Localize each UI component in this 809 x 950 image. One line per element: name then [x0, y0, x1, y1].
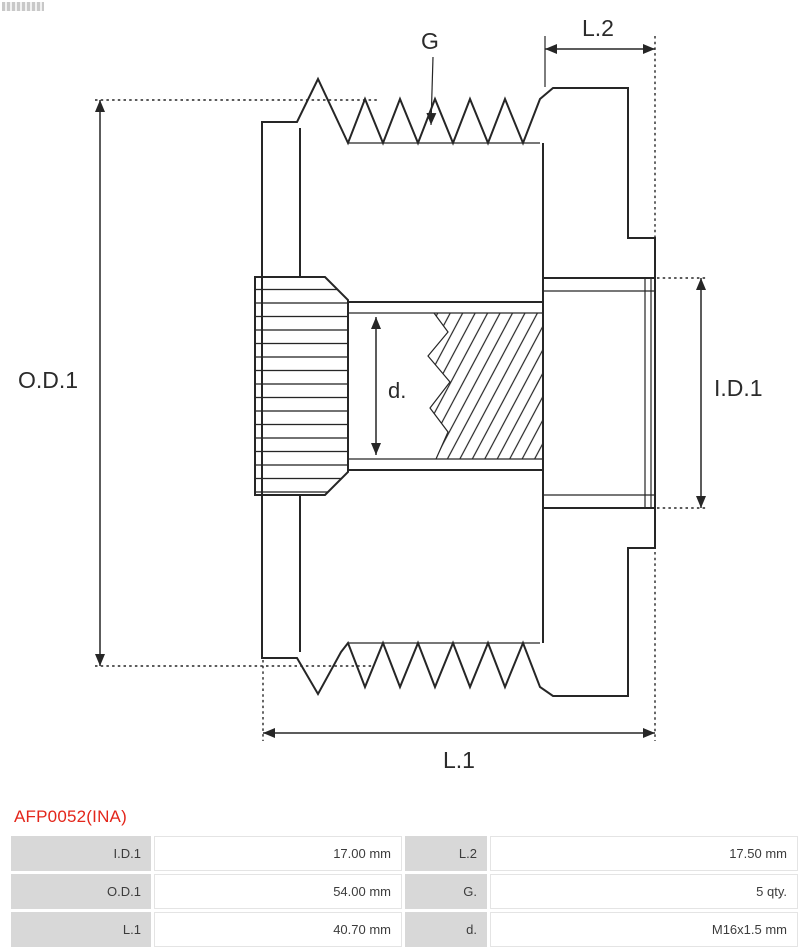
watermark [2, 2, 44, 11]
od1-label: O.D.1 [18, 367, 78, 393]
g-label: G [421, 28, 439, 54]
l2-label: L.2 [582, 15, 614, 41]
spec-value-cell: 40.70 mm [154, 912, 402, 947]
pulley-outline [261, 76, 656, 697]
spec-label-cell: L.2 [405, 836, 487, 871]
threaded-bore [348, 301, 543, 471]
bearing-block [542, 277, 656, 509]
d-dimension: d. [371, 317, 406, 455]
spec-value-cell: 17.50 mm [490, 836, 798, 871]
spec-table: I.D.1 17.00 mm L.2 17.50 mm O.D.1 54.00 … [8, 833, 801, 950]
g-leader: G [421, 28, 439, 126]
spec-label-cell: G. [405, 874, 487, 909]
spec-label-cell: d. [405, 912, 487, 947]
thread-hatch [428, 313, 543, 459]
spec-value-cell: M16x1.5 mm [490, 912, 798, 947]
knurled-hub [254, 276, 349, 496]
spec-label-cell: O.D.1 [11, 874, 151, 909]
spec-value-cell: 54.00 mm [154, 874, 402, 909]
spec-label-cell: I.D.1 [11, 836, 151, 871]
thread-runout-zigzag [427, 312, 451, 460]
spec-value-cell: 5 qty. [490, 874, 798, 909]
od1-dimension: O.D.1 [18, 99, 380, 667]
l1-label: L.1 [443, 747, 475, 773]
spec-row: L.1 40.70 mm d. M16x1.5 mm [11, 912, 798, 947]
id1-label: I.D.1 [714, 375, 763, 401]
spec-label-cell: L.1 [11, 912, 151, 947]
id1-dimension: I.D.1 [657, 277, 763, 509]
l2-dimension: L.2 [544, 15, 656, 238]
spec-row: I.D.1 17.00 mm L.2 17.50 mm [11, 836, 798, 871]
d-label: d. [388, 378, 406, 403]
part-number: AFP0052(INA) [14, 807, 127, 826]
spec-value-cell: 17.00 mm [154, 836, 402, 871]
technical-drawing: O.D.1 I.D.1 L.2 L.1 G [18, 15, 763, 773]
l1-dimension: L.1 [262, 552, 656, 773]
spec-row: O.D.1 54.00 mm G. 5 qty. [11, 874, 798, 909]
